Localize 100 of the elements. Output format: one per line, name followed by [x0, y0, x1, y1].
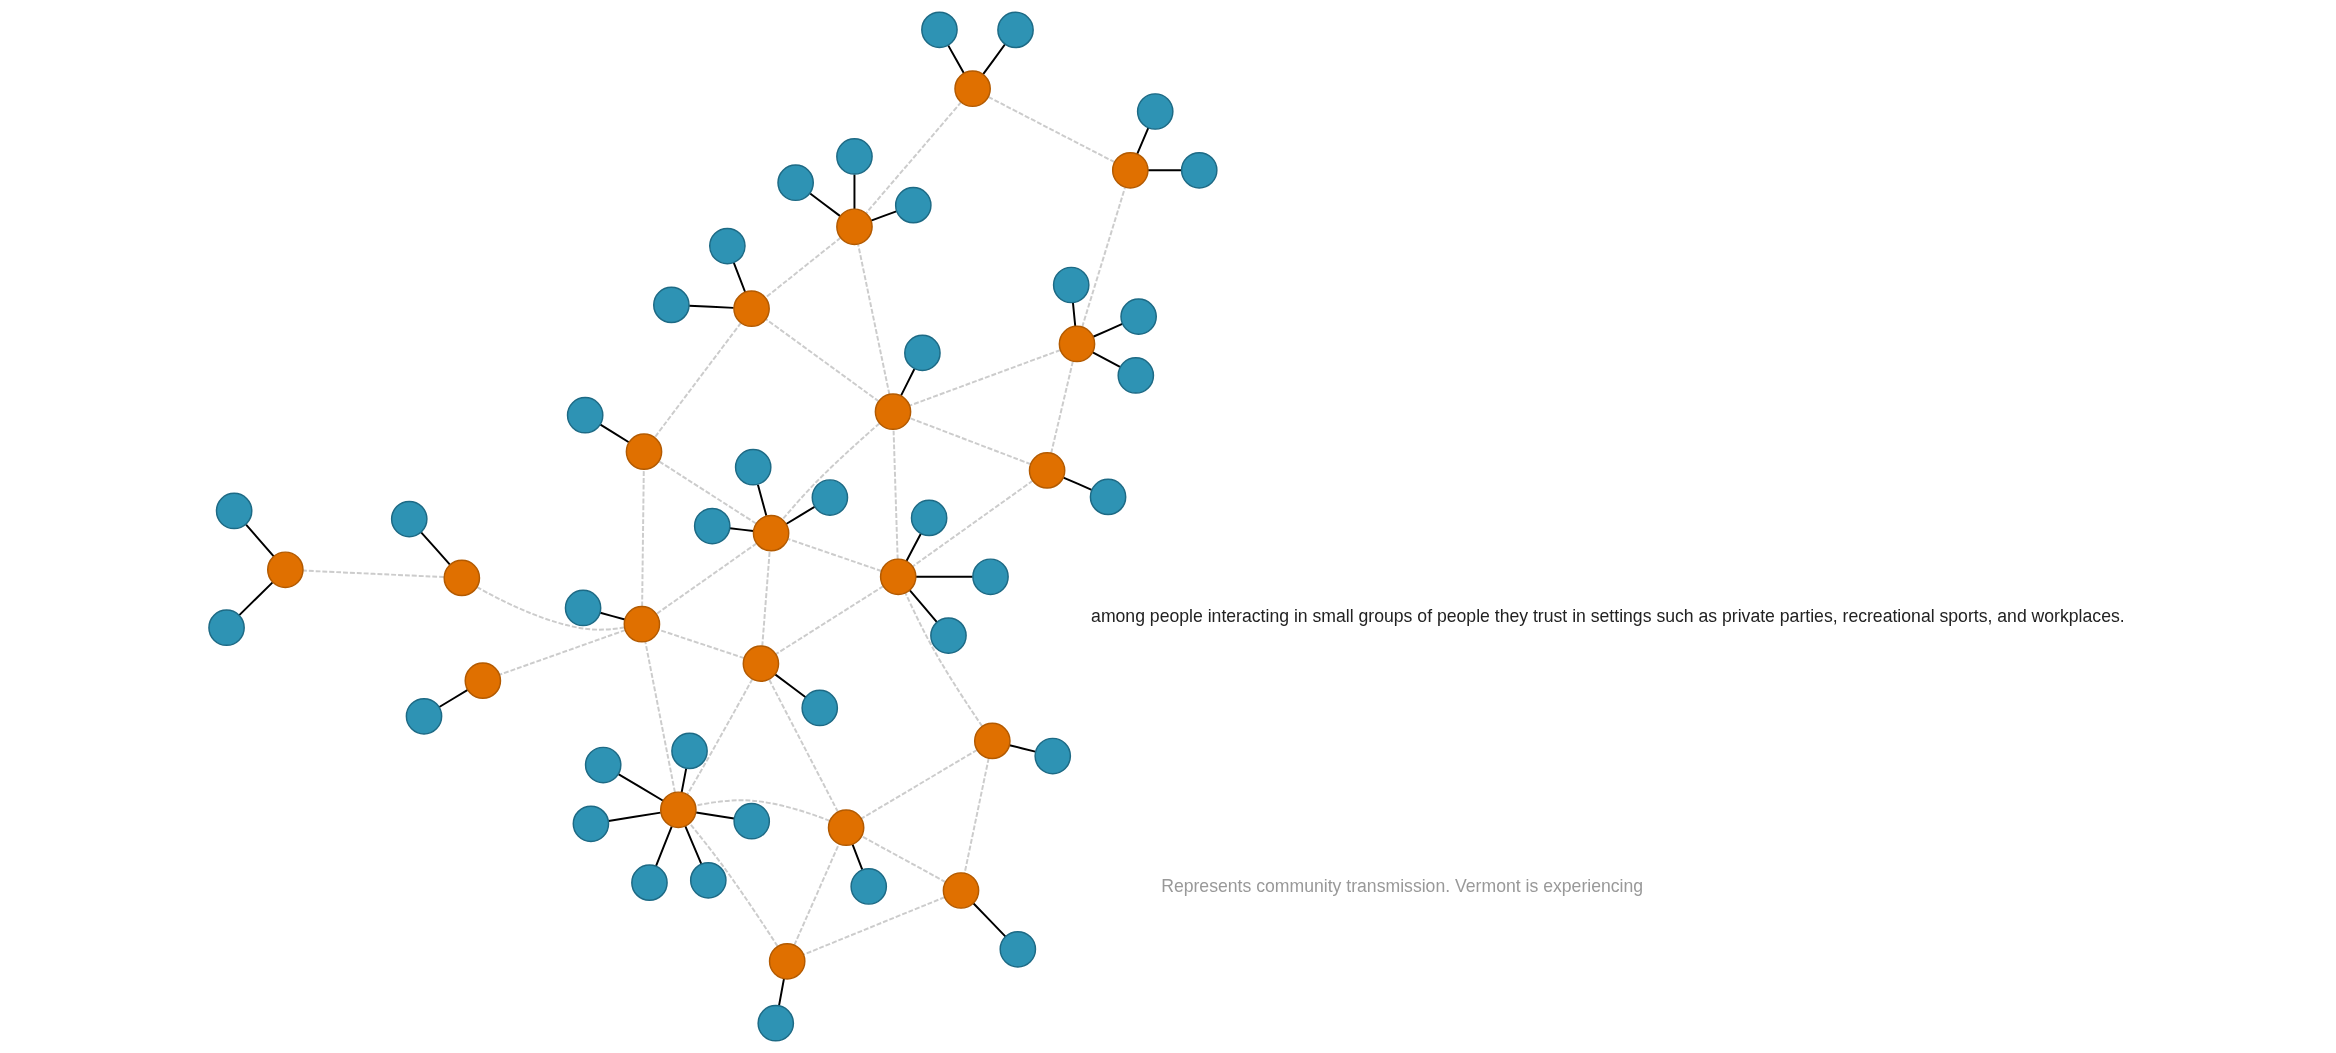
connector — [1091, 322, 1123, 338]
node-circle — [903, 334, 941, 372]
connector — [244, 523, 275, 558]
connector — [856, 243, 890, 396]
node-circle — [910, 499, 947, 537]
node-circle — [1058, 325, 1095, 363]
connector — [643, 640, 676, 794]
connector — [853, 173, 855, 210]
connector — [437, 688, 469, 708]
node-circle — [827, 809, 864, 847]
node-circle — [572, 805, 609, 843]
connector — [764, 318, 880, 403]
connector — [694, 799, 831, 822]
connector — [864, 101, 962, 214]
connector — [1135, 126, 1149, 155]
node-circle — [215, 492, 252, 530]
connector — [599, 423, 630, 444]
connector — [946, 44, 965, 75]
connector — [781, 422, 880, 521]
connector — [1091, 351, 1121, 368]
node-circle — [1033, 737, 1071, 775]
connector — [616, 773, 664, 802]
node-circle — [390, 500, 428, 538]
node-circle — [734, 448, 772, 486]
node-circle — [1136, 93, 1174, 130]
node-circle — [973, 722, 1011, 760]
connector — [908, 349, 1061, 407]
connector — [904, 592, 983, 728]
connector — [777, 977, 785, 1007]
node-circle — [929, 617, 967, 654]
node-circle — [464, 662, 501, 699]
connector — [1080, 186, 1126, 328]
connector — [680, 767, 687, 794]
connector — [792, 843, 840, 946]
node-circle — [652, 286, 690, 324]
node-circle — [776, 164, 814, 202]
node-circle — [1089, 478, 1126, 516]
connector — [808, 192, 841, 218]
connector — [773, 673, 807, 699]
connector — [686, 678, 753, 796]
node-circle — [630, 864, 668, 902]
node-circle — [708, 227, 746, 265]
node-circle — [742, 645, 779, 682]
node-circle — [879, 558, 917, 596]
node-circle — [1116, 357, 1154, 394]
node-circle — [835, 138, 873, 175]
connector — [653, 321, 742, 439]
node-circle — [942, 872, 979, 909]
connector — [1049, 360, 1074, 455]
connector — [911, 479, 1034, 568]
node-circle — [920, 11, 958, 49]
node-circle — [689, 861, 727, 899]
connector — [760, 549, 771, 647]
connector — [237, 581, 274, 617]
node-circle — [800, 689, 838, 727]
node-circle — [953, 70, 991, 108]
node-circle — [849, 868, 887, 905]
node-circle — [670, 732, 708, 770]
connector — [640, 468, 645, 608]
connector — [419, 531, 451, 566]
node-circle — [1028, 452, 1065, 489]
node-circle — [732, 802, 770, 840]
connector — [655, 542, 757, 615]
connector — [869, 210, 897, 222]
connector — [732, 261, 746, 294]
connector — [860, 835, 946, 883]
connector — [767, 678, 839, 813]
connector — [688, 822, 778, 948]
connector — [683, 825, 702, 866]
node-circle — [584, 746, 622, 784]
node-circle — [1180, 151, 1218, 189]
connector — [971, 902, 1006, 938]
node-circle — [811, 479, 848, 516]
node-circle — [693, 507, 731, 545]
label: among people interacting in small groups of people they trust in settings such as private parties, recreational sports, and workplaces. — [1090, 605, 2125, 626]
node-circle — [996, 11, 1034, 49]
connector — [498, 629, 626, 676]
node-circle — [1119, 298, 1157, 335]
node-circle — [756, 1004, 794, 1042]
node-circle — [998, 930, 1036, 968]
node-circle — [732, 290, 770, 328]
connector — [475, 586, 625, 631]
node-circle — [405, 697, 442, 735]
connector — [1071, 301, 1076, 328]
node-circle — [623, 605, 660, 643]
connector — [908, 417, 1032, 466]
connector — [764, 236, 842, 299]
node-circle — [207, 609, 245, 647]
connector — [981, 43, 1006, 76]
connector — [756, 483, 767, 517]
node-circle — [1111, 151, 1149, 189]
connector — [786, 538, 882, 572]
node-circle — [266, 551, 304, 589]
node-circle — [835, 208, 873, 246]
connector — [851, 843, 863, 871]
node-circle — [566, 396, 604, 434]
connector — [1008, 744, 1036, 753]
node-circle — [971, 558, 1009, 596]
connector — [654, 825, 673, 868]
connector — [774, 585, 884, 656]
